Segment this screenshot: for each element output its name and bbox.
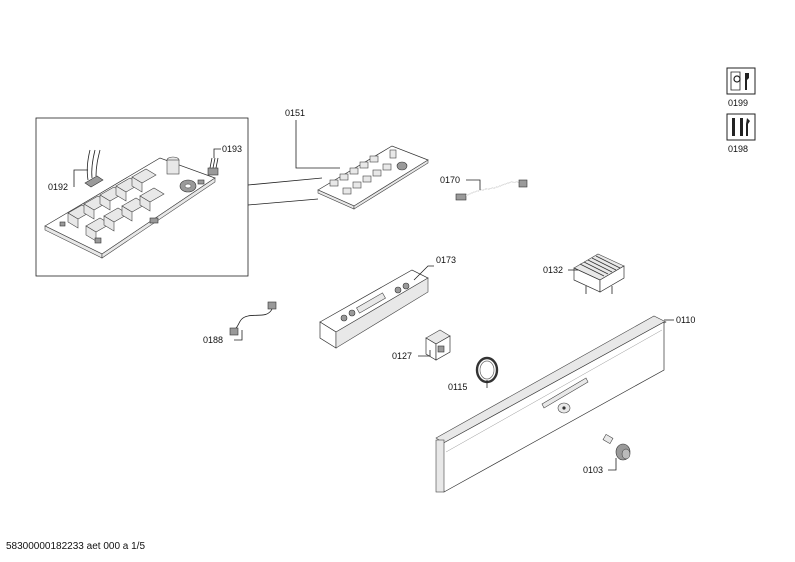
- ring-0115: [475, 356, 499, 384]
- part-label-0103: 0103: [583, 465, 603, 475]
- part-label-0132: 0132: [543, 265, 563, 275]
- side-icon-label-0198: 0198: [728, 144, 748, 154]
- part-label-0110: 0110: [676, 315, 695, 325]
- part-labels: 0151 0193 0192 0170 0173 0132 0188 0127 …: [48, 108, 695, 475]
- part-label-0192: 0192: [48, 182, 68, 192]
- switch-0127: [425, 329, 451, 361]
- fascia-panel-0110: [435, 315, 667, 493]
- cable-0170: [455, 179, 528, 201]
- pcb-enlarged: [44, 149, 219, 259]
- knob-0103: [602, 433, 631, 461]
- part-label-0173: 0173: [436, 255, 456, 265]
- frame-0173: [319, 269, 429, 349]
- document-footer: 58300000182233 aet 000 a 1/5: [6, 541, 146, 552]
- part-label-0170: 0170: [440, 175, 460, 185]
- cable-0188: [229, 301, 277, 336]
- part-label-0188: 0188: [203, 335, 223, 345]
- part-label-0115: 0115: [448, 382, 467, 392]
- pcb-0151: [317, 145, 429, 210]
- side-icon-label-0199: 0199: [728, 98, 748, 108]
- tools-icon: [726, 113, 756, 141]
- heatsink-0132: [573, 253, 625, 294]
- part-label-0193: 0193: [222, 144, 242, 154]
- part-label-0151: 0151: [285, 108, 305, 118]
- detail-inset: [35, 117, 323, 277]
- repair-manual-icon: [726, 67, 756, 95]
- part-label-0127: 0127: [392, 351, 412, 361]
- leader-lines: [73, 120, 674, 471]
